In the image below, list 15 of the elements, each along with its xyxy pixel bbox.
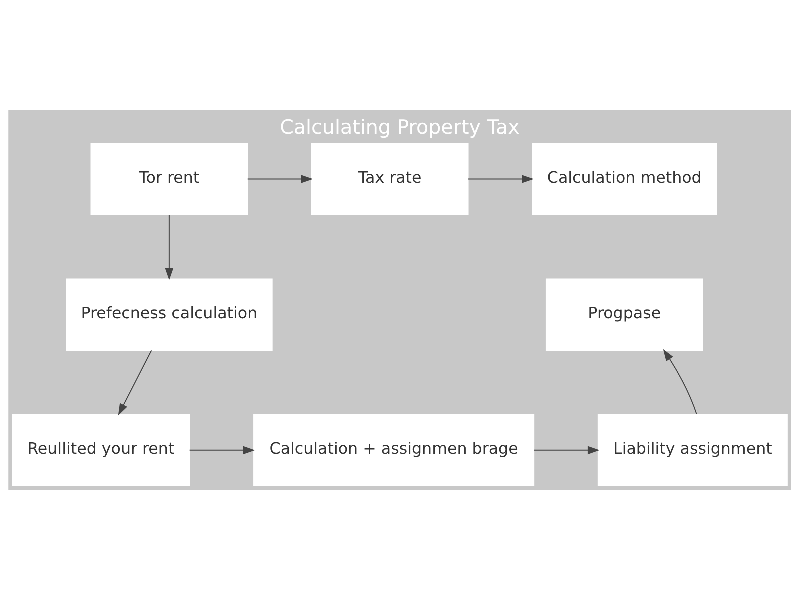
arrow: [468, 175, 534, 184]
node-box: Prefecness calculation: [66, 278, 273, 351]
arrow: [534, 446, 600, 455]
node-box: Tax rate: [311, 143, 469, 216]
node-box: Reullited your rent: [12, 414, 190, 487]
node-box: Progpase: [546, 278, 704, 351]
node-box: Calculation + assignmen brage: [254, 414, 535, 487]
arrow: [165, 214, 174, 280]
arrow: [663, 349, 698, 415]
node-box: Liability assignment: [598, 414, 788, 487]
arrow: [247, 175, 314, 184]
arrow: [189, 446, 256, 455]
node-box: Tor rent: [90, 143, 248, 216]
arrow: [118, 350, 152, 416]
node-box: Calculation method: [532, 143, 718, 216]
